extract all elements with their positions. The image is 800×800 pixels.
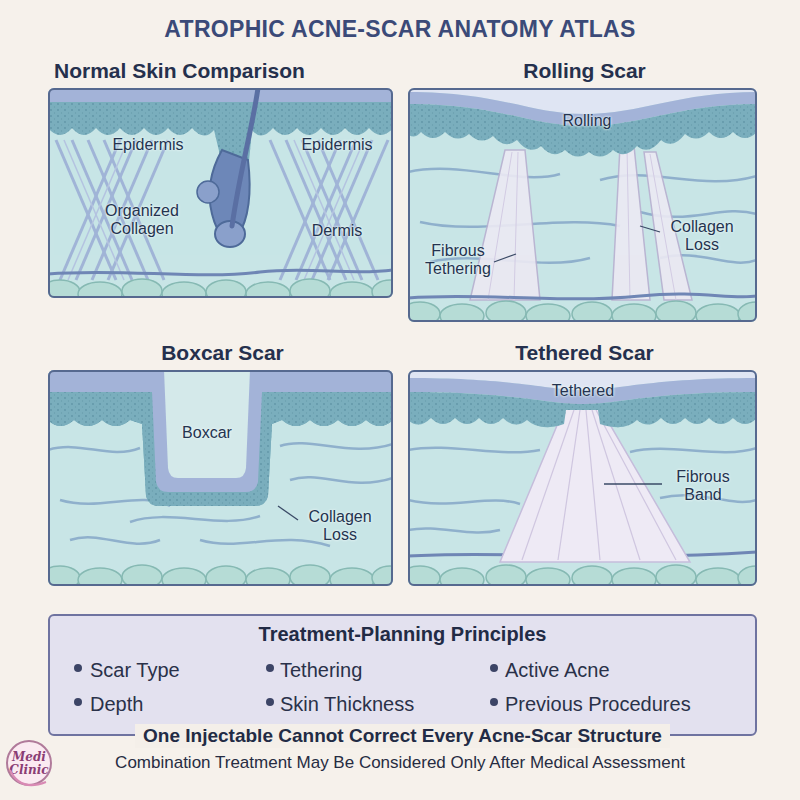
skin-panel: Rolling ScarRollingFibrous TetheringColl…	[408, 88, 757, 322]
panel-heading: Normal Skin Comparison	[54, 59, 384, 83]
anatomy-label: Epidermis	[282, 136, 392, 154]
anatomy-label: Epidermis	[88, 136, 208, 154]
panel-heading: Boxcar Scar	[50, 341, 395, 365]
anatomy-label: Fibrous Tethering	[418, 242, 498, 278]
bullet-item: Previous Procedures	[505, 692, 745, 716]
bullet-item: Scar Type	[90, 658, 260, 682]
diagram-title: ATROPHIC ACNE-SCAR ANATOMY ATLAS	[0, 16, 800, 43]
bullet-item: Tethering	[280, 658, 480, 682]
anatomy-label: Tethered	[533, 382, 633, 400]
anatomy-label: Dermis	[297, 222, 377, 240]
skin-panel: Tethered ScarTetheredFibrous Band	[408, 370, 757, 586]
skin-panel: Boxcar ScarBoxcarCollagen Loss	[48, 370, 393, 586]
panel-heading: Tethered Scar	[410, 341, 759, 365]
anatomy-label: Boxcar	[167, 424, 247, 442]
bullet-item: Active Acne	[505, 658, 735, 682]
bullet-item: Skin Thickness	[280, 692, 480, 716]
anatomy-label: Fibrous Band	[663, 468, 743, 504]
warning-note: One Injectable Cannot Correct Every Acne…	[135, 724, 670, 748]
anatomy-label: Collagen Loss	[300, 508, 380, 544]
principles-box: Treatment-Planning PrinciplesScar Type Te…	[48, 614, 757, 736]
section-heading: Treatment-Planning Principles	[50, 622, 755, 646]
logo-text: Medi Clinic	[8, 751, 50, 777]
anatomy-label: Organized Collagen	[87, 202, 197, 238]
diagram-caption: Combination Treatment May Be Considered …	[0, 753, 800, 773]
anatomy-label: Rolling	[537, 112, 637, 130]
clinic-logo: Medi Clinic	[6, 740, 52, 786]
skin-panel: Normal Skin ComparisonEpidermisEpidermis…	[48, 88, 393, 298]
bullet-item: Depth	[90, 692, 260, 716]
anatomy-label: Collagen Loss	[662, 218, 742, 254]
panel-heading: Rolling Scar	[410, 59, 759, 83]
